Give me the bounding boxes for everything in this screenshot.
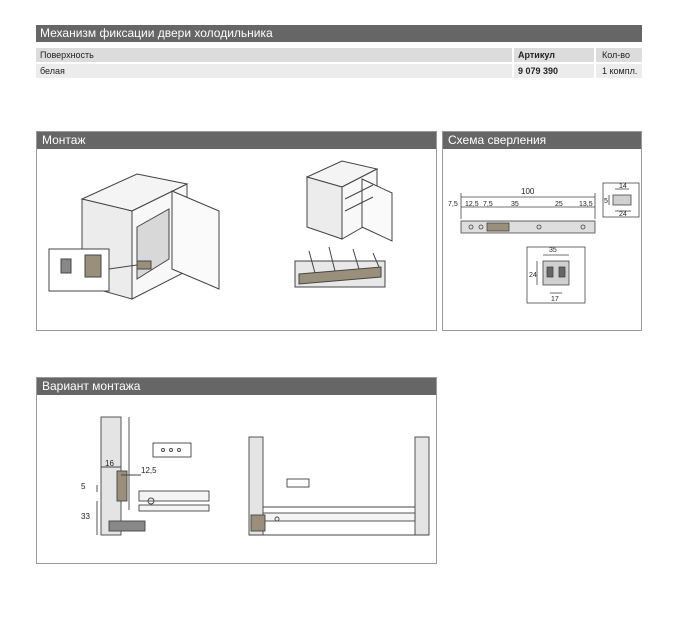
dim-e: 25 xyxy=(555,201,563,208)
dim-b: 12,5 xyxy=(465,201,479,208)
cell-article: 9 079 390 xyxy=(514,64,594,78)
col-article-header: Артикул xyxy=(514,48,594,62)
variant-title: Вариант монтажа xyxy=(37,378,436,395)
spec-table-header: Поверхность Артикул Кол-во xyxy=(36,48,642,62)
dim-variant-w: 16 xyxy=(105,459,114,468)
drilling-title: Схема сверления xyxy=(443,132,641,149)
variant-diagram: 16 12,5 5 33 xyxy=(81,416,430,536)
table-row: белая 9 079 390 1 компл. xyxy=(36,64,642,78)
dim-variant-top: 5 xyxy=(81,482,86,491)
dim-detail-h: 24 xyxy=(529,272,537,279)
dim-variant-h: 33 xyxy=(81,512,90,521)
spec-table: Поверхность Артикул Кол-во белая 9 079 3… xyxy=(36,48,642,80)
col-qty-header: Кол-во xyxy=(596,48,642,62)
dim-detail-b: 17 xyxy=(551,296,559,303)
dim-a: 7,5 xyxy=(448,201,458,208)
dim-detail-w: 35 xyxy=(549,247,557,254)
montage-illustration xyxy=(48,160,393,300)
variant-panel: Вариант монтажа xyxy=(36,377,437,564)
cell-surface: белая xyxy=(36,64,512,78)
dim-f: 13,5 xyxy=(579,201,593,208)
dim-side-h: 5 xyxy=(604,198,608,205)
montage-panel: Монтаж xyxy=(36,131,437,331)
dim-c: 7,5 xyxy=(483,201,493,208)
montage-title: Монтаж xyxy=(37,132,436,149)
drilling-panel: Схема сверления xyxy=(442,131,642,331)
cell-qty: 1 компл. xyxy=(596,64,642,78)
dim-total: 100 xyxy=(521,187,535,196)
dim-side-w: 14 xyxy=(619,183,627,190)
dim-d: 35 xyxy=(511,201,519,208)
drilling-diagram: 100 7,5 12,5 7,5 35 25 13,5 35 24 17 14 … xyxy=(448,182,640,304)
page-title: Механизм фиксации двери холодильника xyxy=(36,25,642,42)
col-surface-header: Поверхность xyxy=(36,48,512,62)
dim-side-b: 24 xyxy=(619,211,627,218)
dim-variant-gap: 12,5 xyxy=(141,466,157,475)
